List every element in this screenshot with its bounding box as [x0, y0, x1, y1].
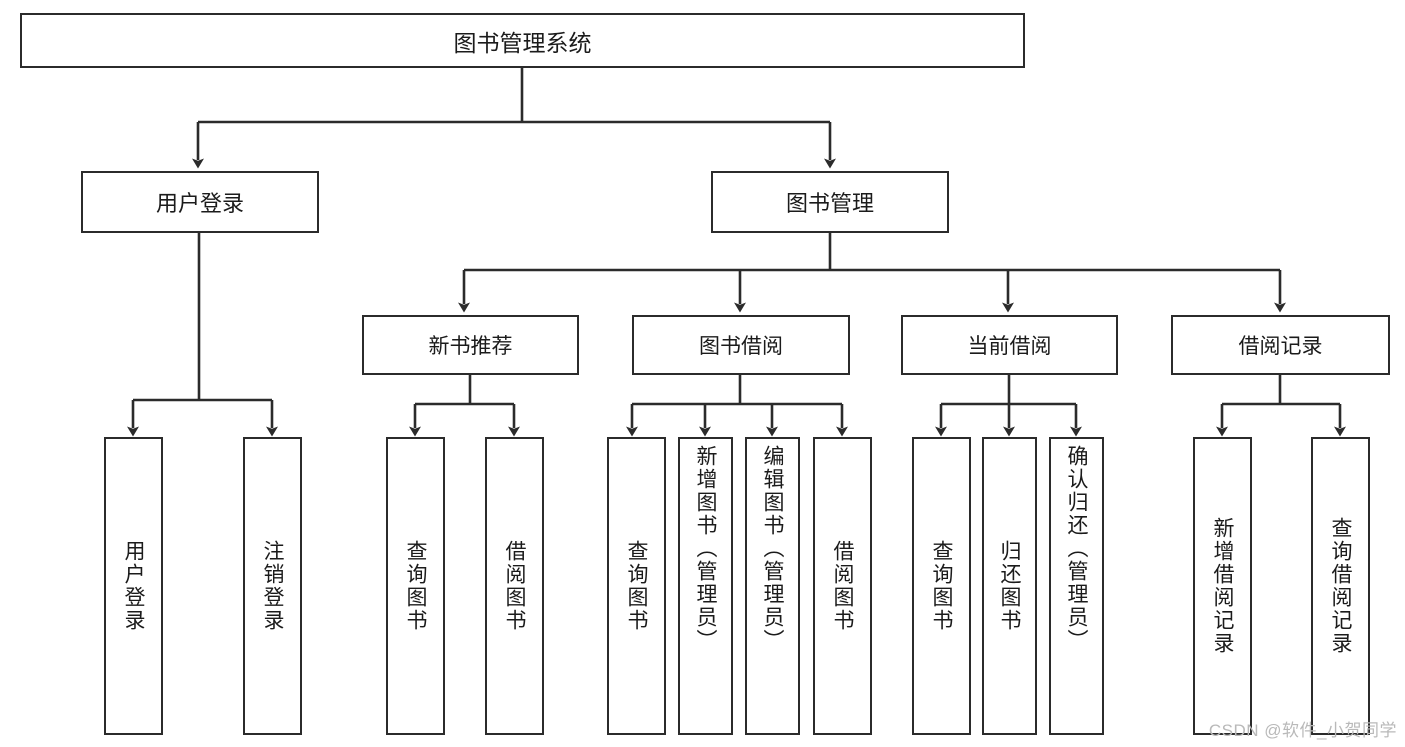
node-root[interactable]: 图书管理系统: [20, 13, 1025, 68]
leaf-borrow-record-query-label: 查询借阅记录: [1329, 517, 1352, 655]
node-borrow-record[interactable]: 借阅记录: [1171, 315, 1390, 375]
leaf-current-borrow-return[interactable]: 归还图书: [982, 437, 1037, 735]
csdn-watermark: CSDN @软件_小贺同学: [1208, 721, 1397, 740]
leaf-current-borrow-confirm[interactable]: 确认归还（管理员）: [1049, 437, 1104, 735]
leaf-book-borrow-add-label: 新增图书（管理员）: [694, 445, 717, 652]
leaf-current-borrow-confirm-label: 确认归还（管理员）: [1065, 445, 1088, 652]
leaf-user-login-login-label: 用户登录: [122, 540, 145, 632]
leaf-book-borrow-borrow[interactable]: 借阅图书: [813, 437, 872, 735]
leaf-new-book-query-label: 查询图书: [404, 540, 427, 632]
node-borrow-record-label: 借阅记录: [1238, 335, 1323, 358]
node-book-borrow[interactable]: 图书借阅: [632, 315, 850, 375]
leaf-user-login-logout-label: 注销登录: [261, 540, 284, 632]
leaf-book-borrow-query[interactable]: 查询图书: [607, 437, 666, 735]
leaf-book-borrow-add[interactable]: 新增图书（管理员）: [678, 437, 733, 735]
node-book-management-label: 图书管理: [785, 191, 874, 216]
node-new-book-recommend[interactable]: 新书推荐: [362, 315, 579, 375]
leaf-borrow-record-query[interactable]: 查询借阅记录: [1311, 437, 1370, 735]
node-root-label: 图书管理系统: [453, 29, 592, 56]
leaf-user-login-logout[interactable]: 注销登录: [243, 437, 302, 735]
leaf-current-borrow-return-label: 归还图书: [998, 540, 1021, 632]
leaf-borrow-record-add[interactable]: 新增借阅记录: [1193, 437, 1252, 735]
leaf-new-book-borrow[interactable]: 借阅图书: [485, 437, 544, 735]
leaf-book-borrow-query-label: 查询图书: [625, 540, 648, 632]
node-book-management[interactable]: 图书管理: [711, 171, 949, 233]
node-current-borrow-label: 当前借阅: [967, 335, 1052, 358]
leaf-new-book-query[interactable]: 查询图书: [386, 437, 445, 735]
node-user-login[interactable]: 用户登录: [81, 171, 319, 233]
leaf-new-book-borrow-label: 借阅图书: [503, 540, 526, 632]
leaf-current-borrow-query[interactable]: 查询图书: [912, 437, 971, 735]
leaf-book-borrow-edit-label: 编辑图书（管理员）: [761, 445, 784, 652]
node-current-borrow[interactable]: 当前借阅: [901, 315, 1118, 375]
leaf-current-borrow-query-label: 查询图书: [930, 540, 953, 632]
leaf-book-borrow-edit[interactable]: 编辑图书（管理员）: [745, 437, 800, 735]
leaf-user-login-login[interactable]: 用户登录: [104, 437, 163, 735]
node-user-login-label: 用户登录: [155, 191, 244, 216]
leaf-borrow-record-add-label: 新增借阅记录: [1211, 517, 1234, 655]
leaf-book-borrow-borrow-label: 借阅图书: [831, 540, 854, 632]
node-new-book-recommend-label: 新书推荐: [428, 335, 513, 358]
node-book-borrow-label: 图书借阅: [699, 335, 783, 358]
